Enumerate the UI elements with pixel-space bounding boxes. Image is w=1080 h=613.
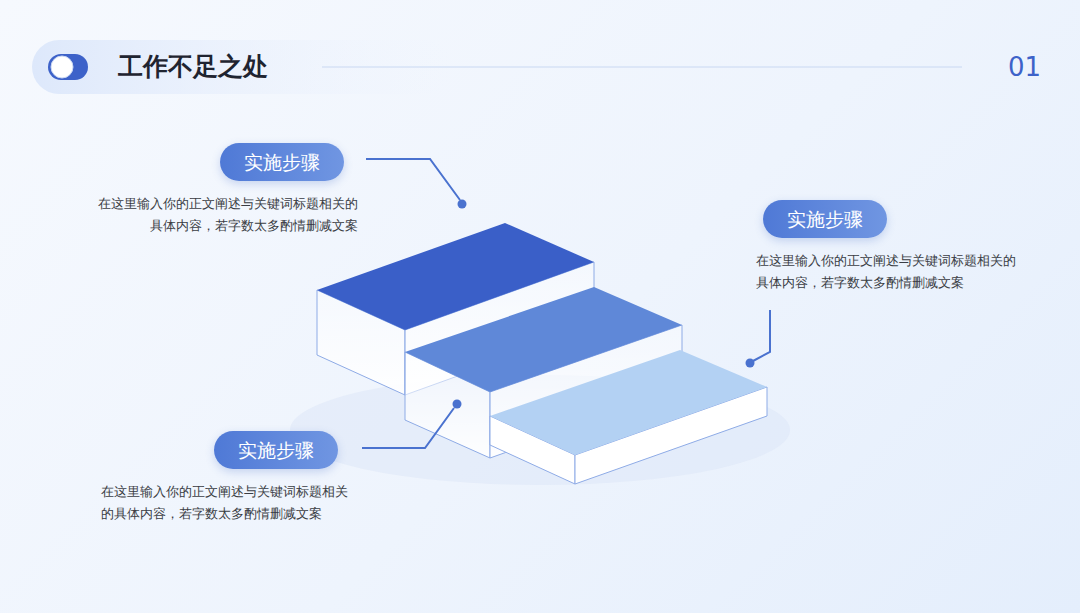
pill-row: 实施步骤 <box>101 431 353 469</box>
toggle-track <box>48 54 88 80</box>
pill-row: 实施步骤 <box>92 143 358 181</box>
step-heading: 实施步骤 <box>220 143 344 181</box>
header-rule <box>322 67 962 68</box>
body-text: 在这里输入你的正文阐述与关键词标题相关的具体内容，若字数太多酌情删减文案 <box>101 481 353 525</box>
slide-title: 工作不足之处 <box>118 50 268 84</box>
body-text: 在这里输入你的正文阐述与关键词标题相关的具体内容，若字数太多酌情删减文案 <box>756 250 1018 294</box>
callout: 实施步骤在这里输入你的正文阐述与关键词标题相关的具体内容，若字数太多酌情删减文案 <box>756 200 1018 294</box>
leader-dot <box>453 400 462 409</box>
leader-dot <box>746 359 755 368</box>
body-text: 在这里输入你的正文阐述与关键词标题相关的具体内容，若字数太多酌情删减文案 <box>92 193 358 237</box>
leader-line <box>366 159 460 200</box>
step-heading: 实施步骤 <box>763 200 887 238</box>
leader-dot <box>458 200 467 209</box>
leader-line <box>753 310 770 361</box>
callout: 实施步骤在这里输入你的正文阐述与关键词标题相关的具体内容，若字数太多酌情删减文案 <box>101 431 353 525</box>
page-number: 01 <box>1008 50 1041 84</box>
leader-line <box>362 408 454 448</box>
step-bottom <box>490 350 767 455</box>
callout: 实施步骤在这里输入你的正文阐述与关键词标题相关的具体内容，若字数太多酌情删减文案 <box>92 143 358 237</box>
step-heading: 实施步骤 <box>214 431 338 469</box>
toggle-knob <box>51 56 73 78</box>
pill-row: 实施步骤 <box>756 200 1018 238</box>
